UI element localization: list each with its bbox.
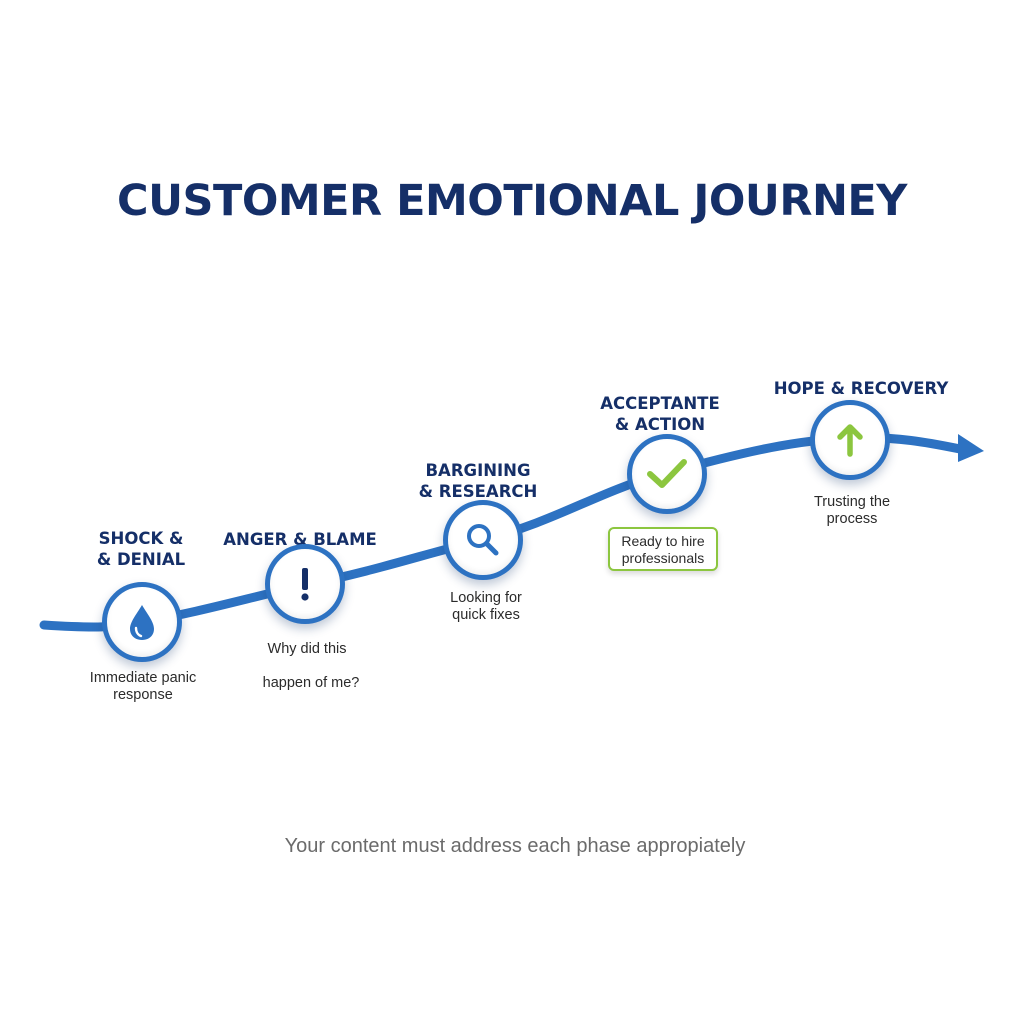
journey-arrowhead xyxy=(958,434,984,462)
stage-desc-bargaining-research: Looking for quick fixes xyxy=(450,590,522,623)
magnifier-icon xyxy=(467,524,499,556)
exclamation-icon xyxy=(301,568,309,601)
stage-node-hope-recovery xyxy=(810,400,890,480)
checkmark-icon xyxy=(647,459,687,488)
stage-title-bargaining-research: BARGINING & RESEARCH xyxy=(418,461,538,501)
diagram-title: CUSTOMER EMOTIONAL JOURNEY xyxy=(117,176,907,226)
stage-title-acceptance-action: ACCEPTANTE & ACTION xyxy=(600,394,720,434)
stage-desc-shock-denial: Immediate panic response xyxy=(89,670,197,703)
stage-desc-anger-blame: Why did this xyxy=(267,641,347,657)
stage-title-shock-denial: SHOCK & & DENIAL xyxy=(96,529,186,569)
water-drop-icon xyxy=(130,605,154,640)
stage-desc-hope-recovery: Trusting the process xyxy=(813,494,891,527)
stage-desc-anger-blame-line2: happen of me? xyxy=(262,675,360,691)
stage-node-shock-denial xyxy=(102,582,182,662)
up-arrow-icon xyxy=(837,424,863,457)
stage-node-anger-blame xyxy=(265,544,345,624)
stage-title-hope-recovery: HOPE & RECOVERY xyxy=(773,379,949,398)
stage-node-acceptance-action xyxy=(627,434,707,514)
stage-title-anger-blame: ANGER & BLAME xyxy=(223,530,377,549)
footer-note: Your content must address each phase app… xyxy=(284,835,746,857)
stage-node-bargaining-research xyxy=(443,500,523,580)
stage-callout-acceptance-action: Ready to hire professionals xyxy=(608,527,718,571)
